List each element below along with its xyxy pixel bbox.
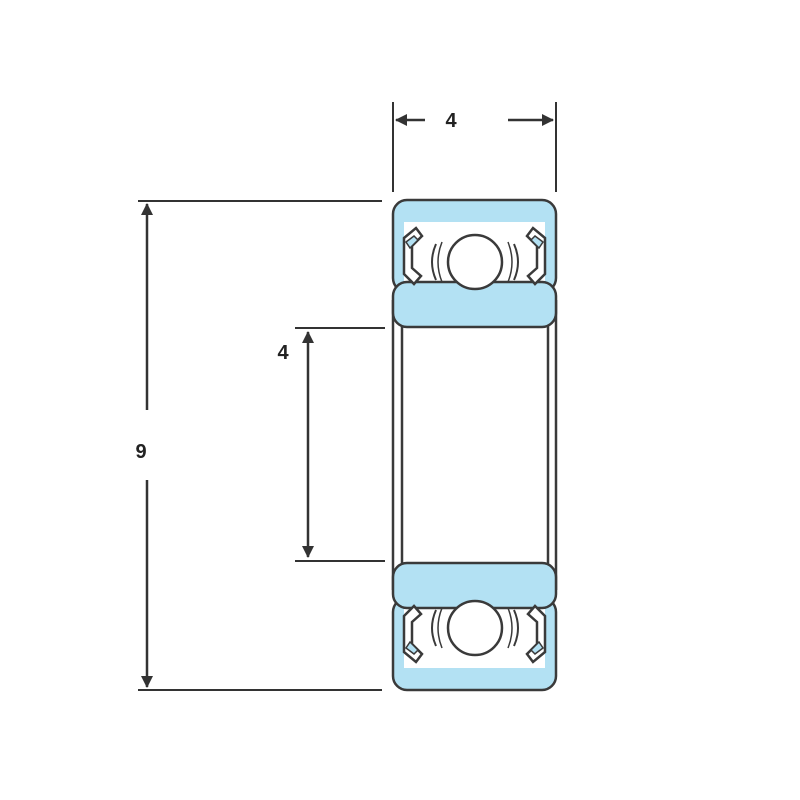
cage-right-bottom-2 xyxy=(507,607,513,649)
bearing-cross-section xyxy=(391,198,558,692)
cage-right-top xyxy=(513,243,519,281)
cage-left-bottom-2 xyxy=(437,607,443,649)
seal-left-bottom-shade xyxy=(404,640,420,655)
seal-right-bottom-shade xyxy=(529,640,545,655)
seal-left-top-shade xyxy=(404,235,420,250)
top-section xyxy=(391,198,558,329)
cage-left-top-2 xyxy=(437,241,443,283)
ball-bottom xyxy=(446,599,504,657)
bore-dimension: 4 xyxy=(277,327,385,562)
cage-left-top xyxy=(431,243,437,281)
cage-right-top-2 xyxy=(507,241,513,283)
cage-left-bottom xyxy=(431,609,437,647)
seal-right-top-shade xyxy=(529,235,545,250)
outer-diameter-dimension: 9 xyxy=(135,200,382,691)
outer-diameter-label: 9 xyxy=(135,441,146,463)
bottom-section xyxy=(391,561,558,692)
width-label: 4 xyxy=(445,110,457,132)
width-dimension: 4 xyxy=(392,102,557,192)
cage-right-bottom xyxy=(513,609,519,647)
bore-label: 4 xyxy=(277,342,289,364)
ball-top xyxy=(446,233,504,291)
